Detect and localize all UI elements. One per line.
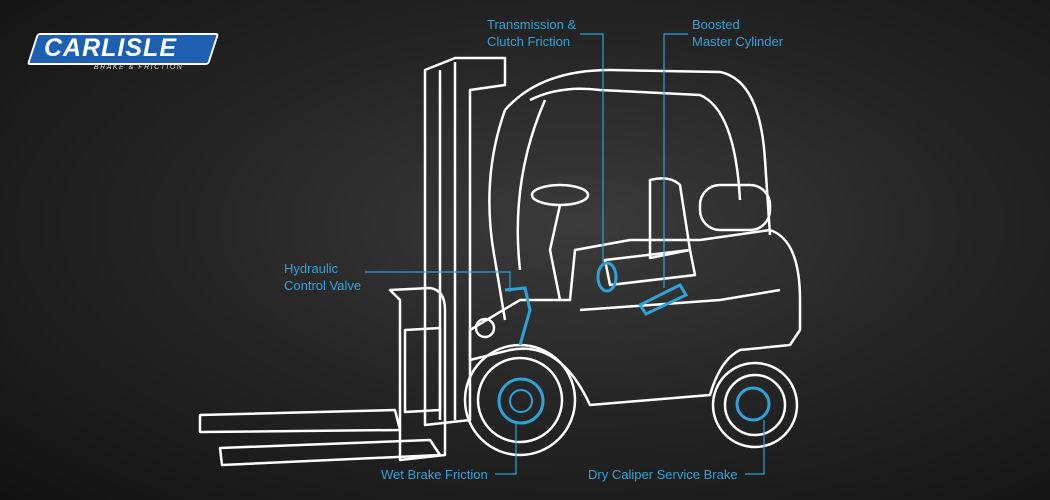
lpg-tank	[698, 183, 772, 232]
dry-caliper-part	[735, 386, 771, 422]
transmission-part	[596, 261, 618, 293]
fork-right	[218, 438, 442, 467]
label-wet-brake: Wet Brake Friction	[381, 467, 488, 482]
rear-wheel	[711, 361, 799, 449]
seat	[648, 177, 692, 260]
master-cylinder-part	[637, 283, 689, 316]
fork-carriage	[388, 286, 447, 462]
mast	[423, 56, 507, 427]
hydraulic-valve-part	[504, 286, 532, 346]
fork-left	[198, 408, 402, 434]
overhead-guard	[504, 68, 772, 236]
label-dry-caliper: Dry Caliper Service Brake	[588, 467, 738, 482]
chassis	[468, 228, 802, 407]
steering-wheel	[530, 183, 590, 207]
carlisle-logo: CARLISLE BRAKE & FRICTION	[26, 33, 220, 73]
front-wheel	[463, 343, 577, 457]
leader-lines	[365, 33, 765, 475]
wet-brake-part	[497, 377, 545, 425]
mast-rails	[438, 62, 457, 420]
label-transmission: Transmission &Clutch Friction	[487, 17, 577, 49]
